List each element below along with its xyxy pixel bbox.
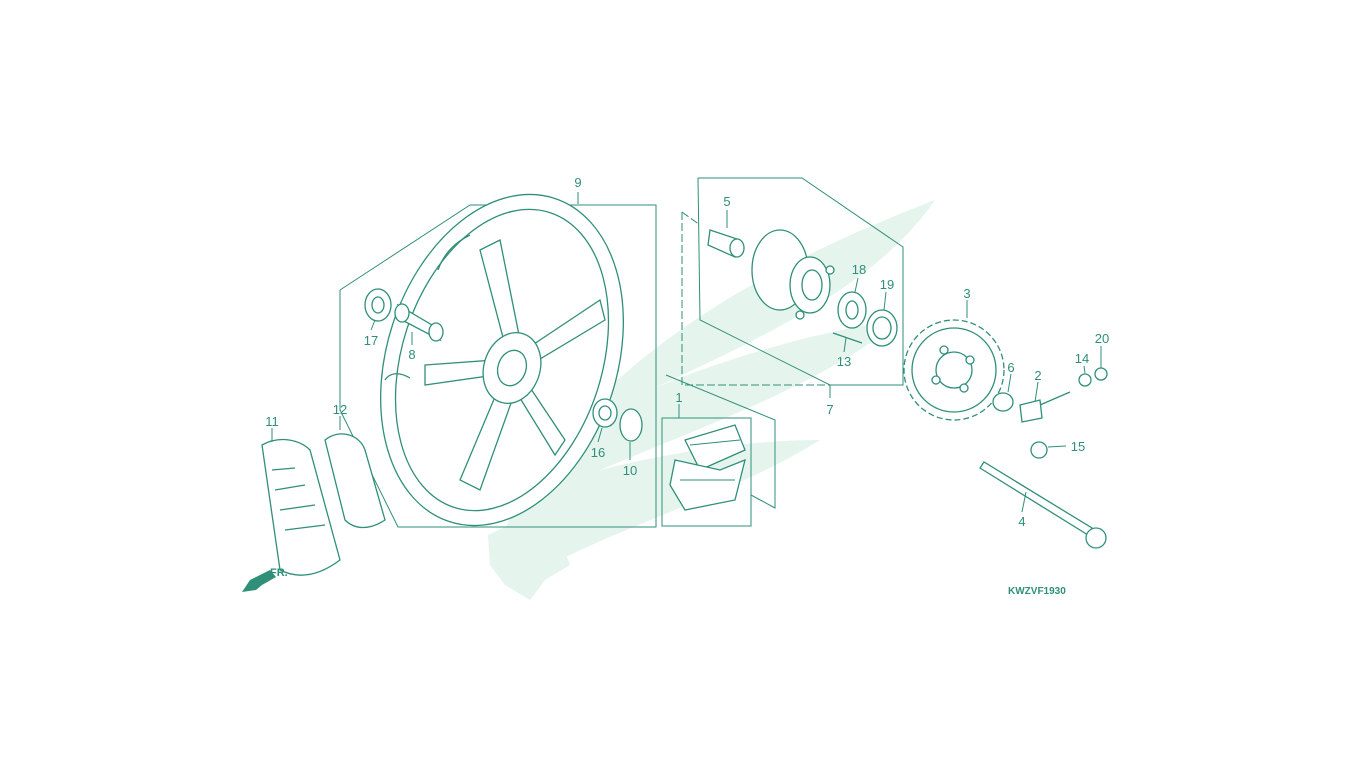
leader-lines (271, 192, 1102, 513)
callout-13: 13 (837, 354, 851, 369)
callout-3: 3 (963, 286, 970, 301)
callout-16: 16 (591, 445, 605, 460)
collar-8 (394, 303, 444, 342)
damper-box (661, 417, 752, 527)
hub-assembly-outline (697, 177, 904, 386)
callout-14: 14 (1075, 351, 1089, 366)
callout-6: 6 (1007, 360, 1014, 375)
bearing-18 (837, 291, 867, 329)
hub-7 (751, 229, 835, 320)
callout-19: 19 (880, 277, 894, 292)
bearing-16 (592, 398, 618, 428)
adjuster-2 (1019, 391, 1071, 423)
nut-14 (1078, 373, 1092, 387)
bearing-17 (364, 288, 392, 322)
callout-9: 9 (574, 175, 581, 190)
callout-17: 17 (364, 333, 378, 348)
o-ring-10 (619, 408, 643, 442)
nut-20 (1094, 367, 1108, 381)
seal-19 (866, 309, 898, 347)
callout-7: 7 (826, 402, 833, 417)
collar-5 (707, 229, 745, 258)
callout-15: 15 (1071, 439, 1085, 454)
damper-rubbers-1 (669, 424, 746, 511)
front-arrow-icon: FR. (242, 567, 288, 592)
axle-4 (979, 461, 1107, 549)
collar-6 (992, 392, 1014, 412)
nut-15 (1030, 441, 1048, 459)
tube-12 (324, 433, 386, 529)
front-marker-label: FR. (270, 567, 288, 579)
callout-18: 18 (852, 262, 866, 277)
stud-13 (832, 332, 863, 344)
callout-11: 11 (265, 414, 279, 429)
callout-12: 12 (333, 402, 347, 417)
callout-10: 10 (623, 463, 637, 478)
hub-assembly-outline-2 (681, 212, 830, 386)
callout-20: 20 (1095, 331, 1109, 346)
callout-1: 1 (675, 390, 682, 405)
diagram-code: KWZVF1930 (1008, 586, 1066, 597)
callout-5: 5 (723, 194, 730, 209)
callout-2: 2 (1034, 368, 1041, 383)
callout-8: 8 (408, 347, 415, 362)
tire-11 (261, 438, 341, 576)
callout-4: 4 (1018, 514, 1025, 529)
sprocket-3 (903, 319, 1005, 421)
wheel-assembly-outline (339, 204, 657, 528)
wheel-rim (380, 193, 624, 527)
